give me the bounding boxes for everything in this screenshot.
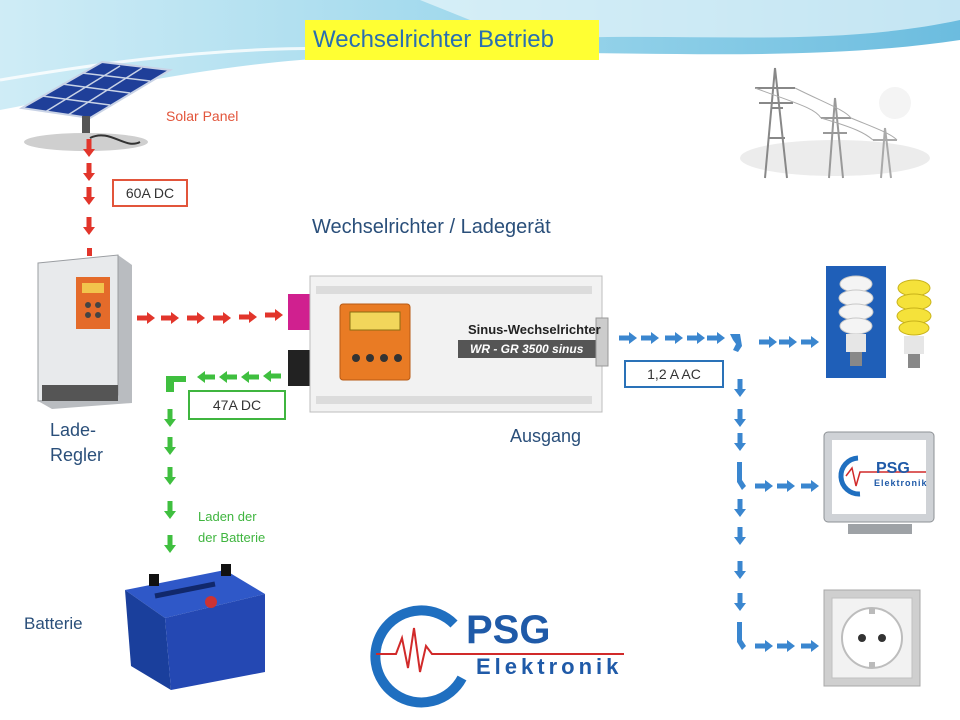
inverter-to-loads-arrows <box>619 332 819 652</box>
current-1-2a-ac-text: 1,2 A AC <box>647 366 701 382</box>
tv-frame-icon <box>823 431 935 534</box>
output-label: Ausgang <box>510 426 582 446</box>
solar-to-controller-arrows <box>83 139 95 256</box>
title-banner: Wechselrichter Betrieb <box>305 20 599 60</box>
inverter-name: Sinus-Wechselrichter <box>468 322 601 337</box>
psg-logo-brand: PSG <box>466 608 551 652</box>
tv-logo-brand: PSG <box>876 460 910 477</box>
current-47a-dc-label: 47A DC <box>188 390 286 420</box>
inverter-icon <box>288 275 609 413</box>
inverter-model: WR - GR 3500 sinus <box>470 342 584 356</box>
psg-logo-mark-icon <box>370 605 624 708</box>
solar-panel-label: Solar Panel <box>166 108 239 124</box>
charging-label-line1: Laden der <box>198 509 257 524</box>
current-60a-dc-text: 60A DC <box>125 185 175 201</box>
charge-controller-label-line1: Lade- <box>50 420 97 440</box>
light-bulb-icon <box>826 266 944 378</box>
psg-logo: PSG Elektronik <box>362 598 624 708</box>
psg-logo-subtitle: Elektronik <box>476 654 623 679</box>
current-47a-dc-text: 47A DC <box>212 397 262 413</box>
charging-label-line2: der Batterie <box>198 530 266 545</box>
controller-to-inverter-arrows <box>137 309 283 324</box>
inverter-device: Sinus-Wechselrichter WR - GR 3500 sinus <box>286 272 616 417</box>
charge-controller-label-line2: Regler <box>50 445 104 465</box>
tv-logo-subtitle: Elektronik <box>874 478 928 488</box>
page-title: Wechselrichter Betrieb <box>313 26 554 53</box>
battery-icon <box>125 564 265 690</box>
battery-label: Batterie <box>24 614 83 633</box>
current-1-2a-ac-label: 1,2 A AC <box>624 360 724 388</box>
solar-panel-icon <box>19 60 174 151</box>
inverter-to-battery-arrows <box>164 370 281 553</box>
power-pylon-icon <box>740 67 930 179</box>
power-socket-icon <box>823 589 921 687</box>
current-60a-dc-label: 60A DC <box>112 179 188 207</box>
inverter-charger-heading: Wechselrichter / Ladegerät <box>312 216 551 238</box>
television-icon: PSG Elektronik <box>818 428 938 540</box>
charge-controller-icon <box>37 254 132 409</box>
bulb-graphic-icon <box>826 266 932 378</box>
